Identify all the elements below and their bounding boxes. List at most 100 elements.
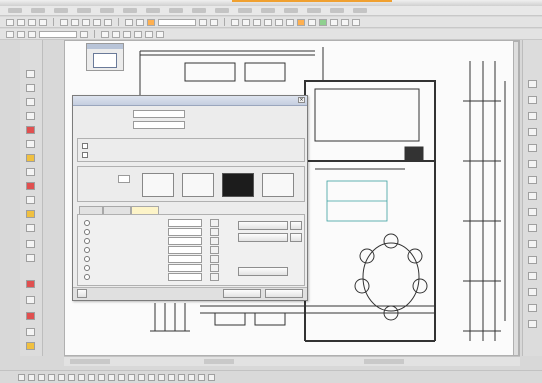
modify-tool-icon[interactable] — [26, 328, 35, 336]
status-tool-icon[interactable] — [158, 373, 165, 381]
preview-swatch[interactable] — [142, 173, 174, 197]
tool-icon[interactable] — [28, 30, 36, 38]
point-tool-icon[interactable] — [26, 196, 35, 204]
row-radio[interactable] — [84, 274, 90, 280]
row-radio[interactable] — [84, 220, 90, 226]
row-value[interactable] — [168, 255, 202, 263]
tool-icon[interactable] — [17, 30, 25, 38]
row-radio[interactable] — [84, 265, 90, 271]
layer-select[interactable] — [158, 18, 196, 26]
style-select[interactable] — [39, 30, 77, 38]
dimension-tool-icon[interactable] — [528, 304, 537, 312]
tool-icon[interactable] — [341, 18, 349, 26]
undo-icon[interactable] — [93, 18, 101, 26]
rectangle-tool-icon[interactable] — [26, 112, 35, 120]
tab-first[interactable] — [79, 206, 103, 214]
panel-button[interactable] — [290, 221, 302, 230]
tool-icon[interactable] — [156, 30, 164, 38]
snap-toggle-icon[interactable] — [18, 373, 25, 381]
lineweight-toggle-icon[interactable] — [78, 373, 85, 381]
row-value[interactable] — [168, 273, 202, 281]
spline-tool-icon[interactable] — [26, 154, 35, 162]
status-tool-icon[interactable] — [128, 373, 135, 381]
menu-item[interactable] — [192, 8, 206, 13]
menu-item[interactable] — [284, 8, 298, 13]
tool-icon[interactable] — [264, 18, 272, 26]
row-browse-button[interactable] — [210, 219, 219, 227]
preview-swatch[interactable] — [262, 173, 294, 197]
preview-swatch-selected[interactable] — [222, 173, 254, 197]
row-radio[interactable] — [84, 247, 90, 253]
status-tool-icon[interactable] — [118, 373, 125, 381]
tool-icon[interactable] — [352, 18, 360, 26]
new-file-icon[interactable] — [6, 18, 14, 26]
tool-icon[interactable] — [330, 18, 338, 26]
tool-icon[interactable] — [319, 18, 327, 26]
menu-item[interactable] — [169, 8, 183, 13]
menu-item[interactable] — [77, 8, 91, 13]
dimension-tool-icon[interactable] — [528, 176, 537, 184]
dimension-tool-icon[interactable] — [528, 192, 537, 200]
hatch-tool-icon[interactable] — [26, 210, 35, 218]
modify-tool-icon[interactable] — [26, 342, 35, 350]
row-browse-button[interactable] — [210, 246, 219, 254]
ellipse-tool-icon[interactable] — [26, 168, 35, 176]
status-tool-icon[interactable] — [188, 373, 195, 381]
dimension-tool-icon[interactable] — [528, 128, 537, 136]
row-value[interactable] — [168, 237, 202, 245]
close-icon[interactable]: × — [298, 97, 305, 103]
status-tool-icon[interactable] — [208, 373, 215, 381]
paste-icon[interactable] — [82, 18, 90, 26]
panel-button[interactable] — [290, 233, 302, 242]
status-tool-icon[interactable] — [198, 373, 205, 381]
panel-button[interactable] — [238, 267, 288, 276]
redo-icon[interactable] — [104, 18, 112, 26]
menu-item[interactable] — [330, 8, 344, 13]
status-tool-icon[interactable] — [98, 373, 105, 381]
aerial-view-window[interactable] — [86, 43, 124, 71]
row-value[interactable] — [168, 246, 202, 254]
row-browse-button[interactable] — [210, 273, 219, 281]
list-item[interactable] — [84, 273, 219, 282]
ortho-toggle-icon[interactable] — [38, 373, 45, 381]
print-icon[interactable] — [39, 18, 47, 26]
cut-icon[interactable] — [60, 18, 68, 26]
open-file-icon[interactable] — [17, 18, 25, 26]
dimension-tool-icon[interactable] — [528, 96, 537, 104]
tab-second[interactable] — [103, 206, 131, 214]
arc-tool-icon[interactable] — [26, 126, 35, 134]
dimension-tool-icon[interactable] — [528, 160, 537, 168]
polygon-tool-icon[interactable] — [26, 98, 35, 106]
panel-button[interactable] — [238, 221, 288, 230]
row-browse-button[interactable] — [210, 237, 219, 245]
row-radio[interactable] — [84, 238, 90, 244]
line-tool-icon[interactable] — [26, 70, 35, 78]
region-tool-icon[interactable] — [26, 224, 35, 232]
copy-icon[interactable] — [71, 18, 79, 26]
dimension-tool-icon[interactable] — [528, 256, 537, 264]
dimension-tool-icon[interactable] — [528, 240, 537, 248]
tool-icon[interactable] — [101, 30, 109, 38]
menu-item[interactable] — [353, 8, 367, 13]
dimension-tool-icon[interactable] — [528, 224, 537, 232]
option2-checkbox[interactable] — [82, 152, 88, 158]
menu-item[interactable] — [54, 8, 68, 13]
preview-field[interactable] — [118, 175, 130, 183]
dimension-tool-icon[interactable] — [528, 288, 537, 296]
highlight-tool-icon[interactable] — [147, 18, 155, 26]
status-tool-icon[interactable] — [108, 373, 115, 381]
tool-icon[interactable] — [242, 18, 250, 26]
polar-toggle-icon[interactable] — [48, 373, 55, 381]
list-item[interactable] — [84, 246, 219, 255]
tool-icon[interactable] — [145, 30, 153, 38]
dimension-tool-icon[interactable] — [528, 208, 537, 216]
menu-item[interactable] — [238, 8, 252, 13]
status-tool-icon[interactable] — [178, 373, 185, 381]
field2-input[interactable] — [133, 121, 185, 129]
tool-icon[interactable] — [123, 30, 131, 38]
osnap-toggle-icon[interactable] — [58, 373, 65, 381]
tool-icon[interactable] — [80, 30, 88, 38]
tab-third[interactable] — [131, 206, 159, 214]
dimension-tool-icon[interactable] — [528, 80, 537, 88]
tool-icon[interactable] — [231, 18, 239, 26]
